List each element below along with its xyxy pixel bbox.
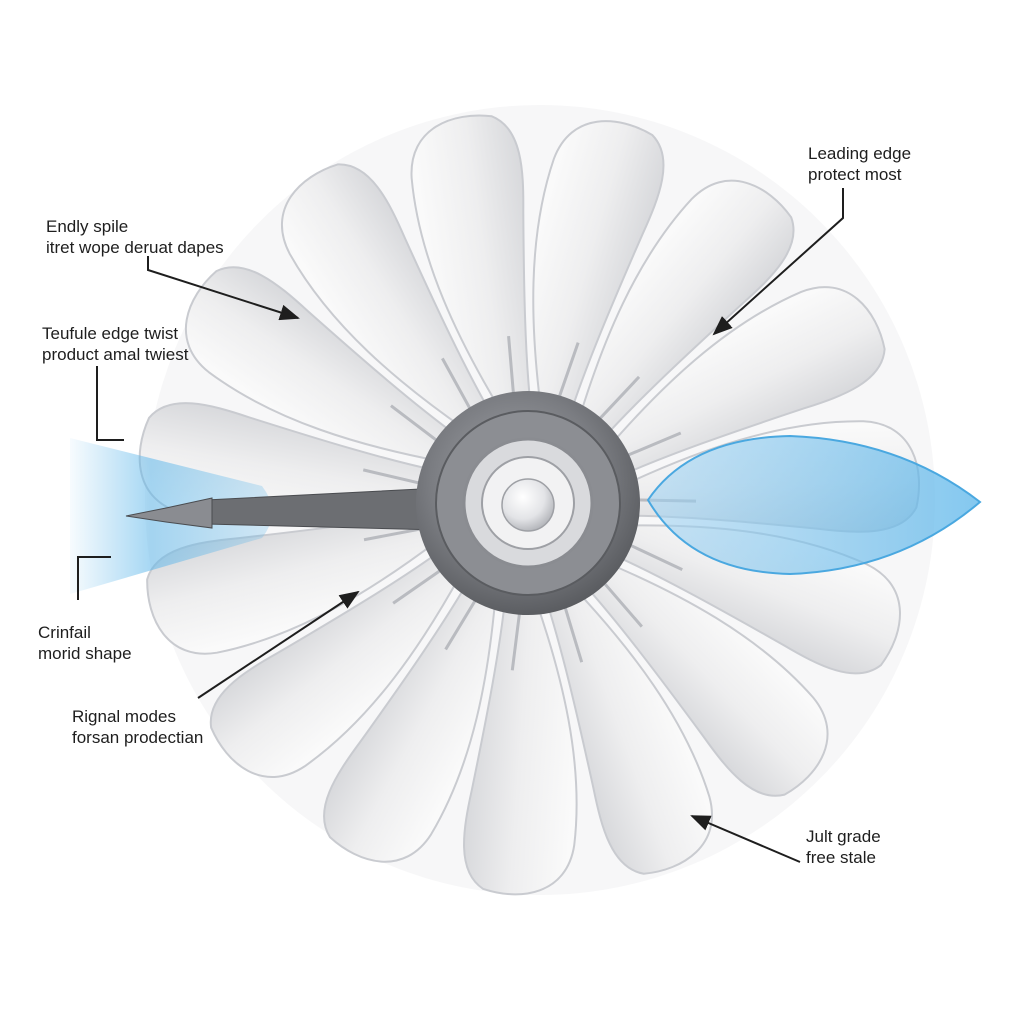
fan-blade [544, 586, 713, 875]
label-teufule-line1: Teufule edge twist [42, 324, 179, 343]
leader-endly-arrow [147, 256, 300, 321]
label-endly-line2: itret wope deruat dapes [46, 238, 224, 257]
label-leading-line2: protect most [808, 165, 902, 184]
label-endly-line1: Endly spile [46, 217, 129, 236]
label-teufule-line2: product amal twiest [42, 345, 189, 364]
fan-blade [463, 595, 578, 896]
leader-lines [77, 188, 844, 863]
leader-teufule-bracket [96, 366, 124, 441]
fan-blade [281, 163, 493, 432]
label-jult-line1: Jult grade [806, 827, 881, 846]
label-crinfail: Crinfail morid shape [38, 622, 132, 664]
hub-icon [416, 391, 640, 615]
leader-crinfail-bracket [77, 556, 111, 600]
fan-blade [606, 286, 886, 478]
label-teufule-edge: Teufule edge twist product amal twiest [42, 323, 188, 365]
leader-leading-arrow [712, 188, 844, 336]
fan-blade [323, 578, 497, 863]
probe-needle-icon [125, 497, 213, 529]
label-crinfail-line2: morid shape [38, 644, 132, 663]
label-jult-grade: Jult grade free stale [806, 826, 881, 868]
label-jult-line2: free stale [806, 848, 876, 867]
fan-blade [410, 114, 532, 412]
airfoil-section-icon [646, 434, 982, 576]
fan-blade [184, 266, 460, 463]
leader-jult-arrow [690, 815, 801, 863]
label-rignal-modes: Rignal modes forsan prodectian [72, 706, 203, 748]
label-endly-spile: Endly spile itret wope deruat dapes [46, 216, 224, 258]
label-rignal-line1: Rignal modes [72, 707, 176, 726]
fan-blade [577, 179, 795, 442]
label-rignal-line2: forsan prodectian [72, 728, 204, 747]
label-crinfail-line1: Crinfail [38, 623, 91, 642]
label-leading-line1: Leading edge [808, 144, 912, 163]
leader-rignal-arrow [197, 590, 360, 699]
fan-blade [581, 560, 829, 797]
fan-blade [532, 120, 665, 418]
label-leading-edge: Leading edge protect most [808, 143, 911, 185]
